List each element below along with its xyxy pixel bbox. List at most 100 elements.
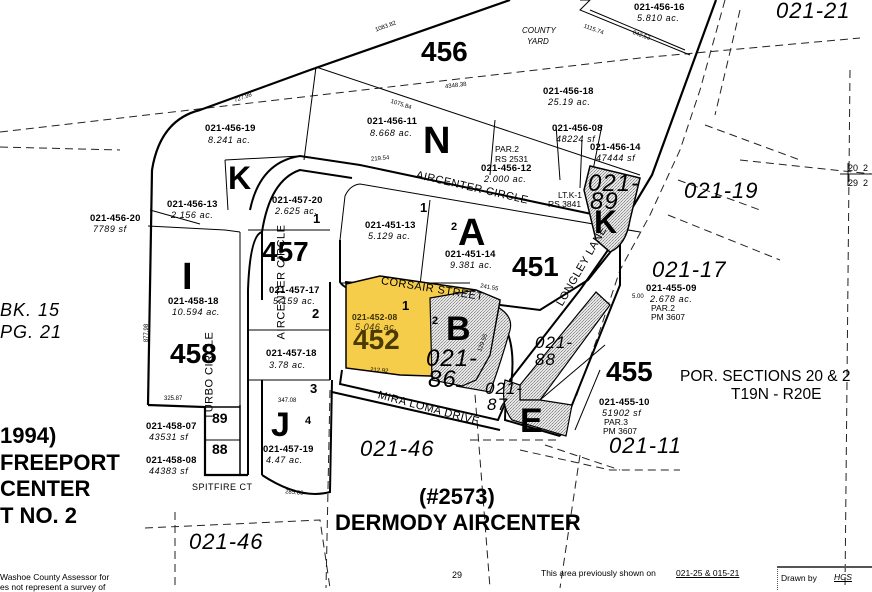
apn-label[interactable]: 021-456-20 — [90, 213, 141, 224]
disclaimer-line-1: Washoe County Assessor for — [0, 572, 110, 582]
section-corner-tl: 20 — [848, 163, 859, 173]
apn-label[interactable]: 021-458-08 — [146, 455, 197, 466]
parcel-area: 4.47 ac. — [266, 455, 303, 465]
lot-number: 88 — [212, 441, 228, 457]
section-corner-br: 2 — [863, 178, 869, 188]
note-ltk1: LT.K-1 — [558, 190, 582, 200]
block-letter-I: I — [182, 256, 193, 298]
apn-label[interactable]: 021-457-18 — [266, 348, 317, 359]
parcel-area: 9.381 ac. — [450, 260, 493, 270]
sections-line-2: T19N - R20E — [731, 386, 822, 403]
block-451-label: 451 — [512, 251, 559, 282]
mapref-021-87-line2: 87 — [487, 395, 508, 414]
apn-label[interactable]: 021-458-18 — [168, 296, 219, 307]
mapref-021-89-line1: 021- — [588, 170, 641, 197]
parcel-area: 10.594 ac. — [172, 307, 221, 317]
mapref-021-19: 021-19 — [684, 178, 759, 203]
apn-label[interactable]: 021-452-08 — [352, 312, 398, 322]
parcel-area: 5.046 ac. — [355, 322, 398, 332]
parcel-area: 44383 sf — [149, 466, 189, 476]
apn-label[interactable]: 021-451-13 — [365, 220, 416, 231]
section-corner-tr: 2 — [863, 163, 869, 173]
block-458-label: 458 — [170, 338, 217, 369]
note-par2-pm: PAR.2 — [651, 303, 675, 313]
note-par2-rs: PAR.2 — [495, 144, 519, 154]
block-letter-K-east: K — [594, 204, 618, 240]
lot-number: 1 — [402, 298, 410, 313]
dimension-label: 877.98 — [144, 323, 151, 343]
previously-shown-label: This area previously shown on — [541, 568, 656, 578]
bottom-section-marker: 29 — [452, 570, 463, 580]
mapref-021-11: 021-11 — [609, 433, 682, 458]
note-pm-3607-a: PM 3607 — [651, 312, 686, 322]
parcel-area: 3.78 ac. — [269, 360, 306, 370]
drawn-by-value: HCS — [834, 572, 852, 582]
parcel-area: 2.156 ac. — [171, 210, 214, 220]
apn-label[interactable]: 021-456-19 — [205, 123, 256, 134]
apn-label[interactable]: 021-456-16 — [634, 2, 685, 13]
block-letter-A: A — [458, 212, 486, 254]
apn-label[interactable]: 021-457-17 — [269, 285, 320, 296]
note-par3-pm: PAR.3 — [604, 417, 628, 427]
dimension-label: 325.87 — [164, 396, 183, 402]
parcel-area: 2.000 ac. — [484, 174, 527, 184]
page-label: PG. 21 — [0, 322, 63, 342]
lot-number: 2 — [451, 221, 458, 233]
parcel-area: 7789 sf — [93, 224, 127, 234]
street-turbo-circle: TURBO CIRCLE — [203, 331, 216, 420]
mapref-021-21: 021-21 — [776, 0, 851, 23]
block-letter-E: E — [520, 402, 543, 440]
lot-number: 2 — [312, 306, 320, 321]
apn-label[interactable]: 021-451-14 — [445, 249, 496, 260]
apn-label[interactable]: 021-455-10 — [599, 397, 650, 408]
parcel-area: 25.19 ac. — [548, 97, 591, 107]
block-457-label: 457 — [262, 236, 309, 267]
title-number: (#2573) — [419, 484, 495, 509]
apn-label[interactable]: 021-456-08 — [552, 123, 603, 134]
apn-label[interactable]: 021-457-19 — [263, 444, 314, 455]
left-title-line-1: 1994) — [0, 423, 57, 448]
apn-label[interactable]: 021-455-09 — [646, 283, 697, 294]
lot-number: 1 — [313, 211, 321, 226]
lot-number: 4 — [305, 415, 312, 427]
mapref-021-88-line1: 021- — [535, 333, 574, 352]
parcel-021-86-shade — [455, 299, 512, 393]
block-letter-K-west: K — [228, 160, 252, 196]
title-name: DERMODY AIRCENTER — [335, 510, 581, 535]
parcel-021-87-shade — [502, 379, 573, 437]
note-yard: YARD — [527, 37, 549, 46]
mapref-021-46-center: 021-46 — [360, 436, 435, 461]
parcel-021-89-shade — [583, 165, 641, 253]
left-title-line-3: CENTER — [0, 476, 91, 501]
apn-label[interactable]: 021-456-14 — [590, 142, 641, 153]
lot-number: 2 — [432, 315, 439, 327]
parcel-area: 2.678 ac. — [650, 294, 693, 304]
parcel-area: 48224 sf — [556, 134, 596, 144]
lot-number: 89 — [212, 410, 228, 426]
street-aircenter-circle-side: AIRCENTER CIRCLE — [275, 224, 288, 340]
apn-label[interactable]: 021-458-07 — [146, 421, 197, 432]
note-rs-3841: RS 3841 — [548, 199, 582, 209]
apn-label[interactable]: 021-456-11 — [367, 116, 418, 127]
lot-number: 1 — [420, 200, 428, 215]
book-label: BK. 15 — [0, 300, 61, 320]
apn-label[interactable]: 021-457-20 — [272, 195, 323, 206]
mapref-021-46-southwest: 021-46 — [189, 529, 264, 554]
mapref-021-86-line2: 86 — [428, 366, 457, 393]
apn-label[interactable]: 021-456-12 — [481, 163, 532, 174]
parcel-area: 5.810 ac. — [637, 13, 680, 23]
apn-label[interactable]: 021-456-13 — [167, 199, 218, 210]
parcel-area: 5.129 ac. — [368, 231, 411, 241]
parcel-021-86-main — [429, 289, 501, 387]
parcel-area: 47444 sf — [596, 153, 636, 163]
parcel-area: 5.159 ac. — [273, 296, 316, 306]
note-rs-2531: RS 2531 — [495, 154, 529, 164]
block-letter-B: B — [446, 310, 471, 348]
mapref-021-17: 021-17 — [652, 257, 727, 282]
apn-label[interactable]: 021-456-18 — [543, 86, 594, 97]
lot-number: 3 — [310, 381, 318, 396]
parcel-area: 51902 sf — [602, 408, 642, 418]
street-spitfire-ct: SPITFIRE CT — [192, 482, 253, 492]
disclaimer-line-2: es not represent a survey of — [0, 582, 106, 592]
